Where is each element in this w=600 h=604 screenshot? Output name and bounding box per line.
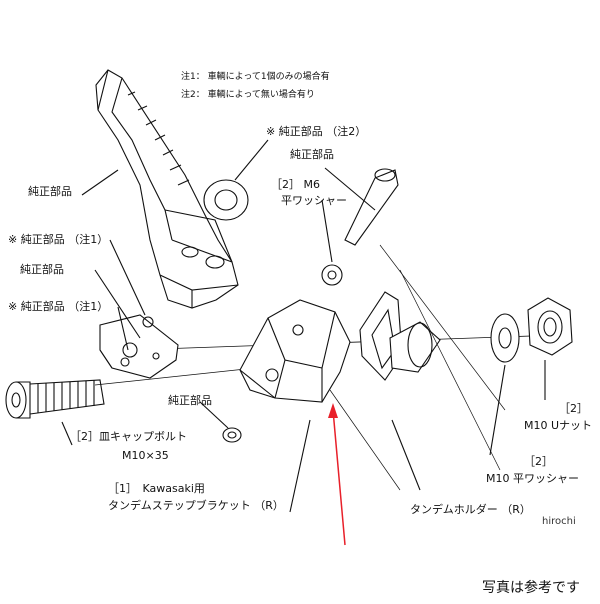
watermark: hirochi: [542, 516, 576, 527]
leader-genuine-pin: [324, 167, 376, 211]
leader-m6: [321, 199, 333, 263]
leader-extra-2: [329, 389, 401, 491]
note-1: 注1： 車輌によって1個のみの場合有: [181, 72, 330, 82]
red-pointer-arrow: [328, 403, 346, 546]
leader-holder: [391, 419, 421, 491]
label-genuine-c: ※ 純正部品 （注1）: [8, 300, 109, 313]
genuine-step-drawing: [95, 69, 239, 309]
label-holder: タンデムホルダー （R）: [410, 503, 531, 516]
leader-bolt: [61, 421, 73, 446]
photo-reference-note: 写真は参考です: [482, 580, 580, 596]
cap-bolt-drawing: [5, 379, 105, 419]
leader-genuine-bottom: [199, 401, 229, 429]
leader-bracket: [289, 419, 311, 513]
label-genuine-step: 純正部品: [28, 185, 72, 198]
label-bolt-size: M10×35: [122, 449, 169, 462]
leader-genuine-c: [117, 306, 129, 351]
label-nut-qty: ［2］: [559, 402, 588, 415]
leader-extra-3: [399, 269, 501, 471]
leader-genuine-a: [109, 239, 146, 316]
leader-extra-1: [379, 244, 506, 411]
mounting-plate-drawing: [99, 314, 179, 379]
leader-m10-washer: [489, 364, 506, 456]
label-genuine-pin: 純正部品: [290, 148, 334, 161]
note-2: 注2： 車輌によって無い場合有り: [181, 90, 315, 100]
leader-genuine-b: [94, 269, 141, 339]
label-genuine-b: 純正部品: [20, 263, 64, 276]
label-genuine-a: ※ 純正部品 （注1）: [8, 233, 109, 246]
m6-washer-drawing: [321, 264, 343, 286]
u-nut-drawing: [527, 297, 573, 356]
label-washer-m10-name: M10 平ワッシャー: [486, 472, 579, 485]
leader-genuine-step: [81, 169, 119, 196]
holder-cylinder-drawing: [389, 321, 441, 373]
bottom-washer-drawing: [222, 427, 242, 443]
label-washer-m10-qty: ［2］: [524, 455, 553, 468]
label-genuine-bottom: 純正部品: [168, 394, 212, 407]
bracket-drawing: [239, 299, 351, 403]
label-washer-m6-title: ［2］ M6: [271, 178, 320, 191]
leader-genuine-top: [234, 139, 269, 181]
label-genuine-top: ※ 純正部品 （注2）: [266, 125, 367, 138]
label-bolt-title: ［2］皿キャップボルト: [70, 430, 187, 443]
label-bracket-line1: ［1］ Kawasaki用: [108, 482, 205, 495]
label-washer-m6-name: 平ワッシャー: [281, 194, 347, 207]
m10-washer-drawing: [490, 313, 520, 363]
label-nut-name: M10 Uナット: [524, 419, 593, 432]
genuine-washer-top-drawing: [203, 179, 249, 221]
label-bracket-line2: タンデムステップブラケット （R）: [108, 499, 284, 512]
